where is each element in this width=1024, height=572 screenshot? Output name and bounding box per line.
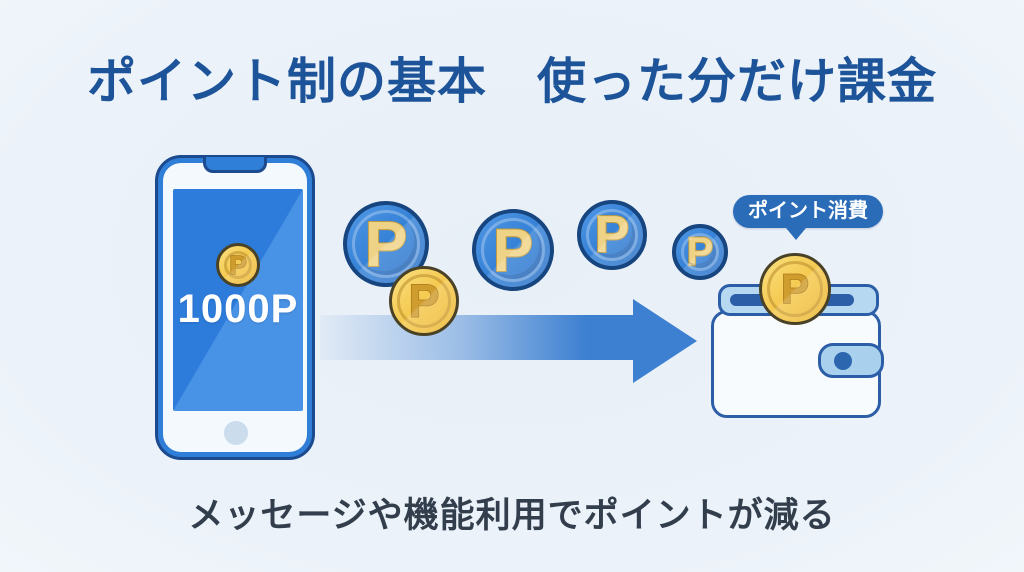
point-coin-gold: P: [389, 266, 459, 336]
point-coin-blue-2: P: [472, 209, 554, 291]
point-consumption-label: ポイント消費: [733, 195, 883, 240]
point-coin-icon: P: [216, 243, 260, 287]
page-title: ポイント制の基本 使った分だけ課金: [86, 55, 937, 109]
wallet-clasp-button-icon: [834, 351, 852, 370]
point-balance-value: 1000P: [177, 287, 299, 331]
home-button-icon: [224, 421, 248, 445]
coin-entering-wallet: P: [759, 253, 831, 325]
phone-notch: [203, 157, 267, 173]
phone-bezel: P 1000P: [163, 163, 307, 452]
phone-screen: P 1000P: [173, 189, 303, 411]
flow-arrow-shaft: [320, 315, 633, 360]
smartphone-illustration: P 1000P: [155, 155, 315, 460]
caption-text: メッセージや機能利用でポイントが減る: [188, 496, 836, 535]
point-coin-blue-3: P: [577, 200, 647, 270]
point-coin-blue-4: P: [672, 224, 728, 280]
flow-arrow-head: [633, 299, 697, 383]
wallet-clasp: [818, 343, 884, 378]
